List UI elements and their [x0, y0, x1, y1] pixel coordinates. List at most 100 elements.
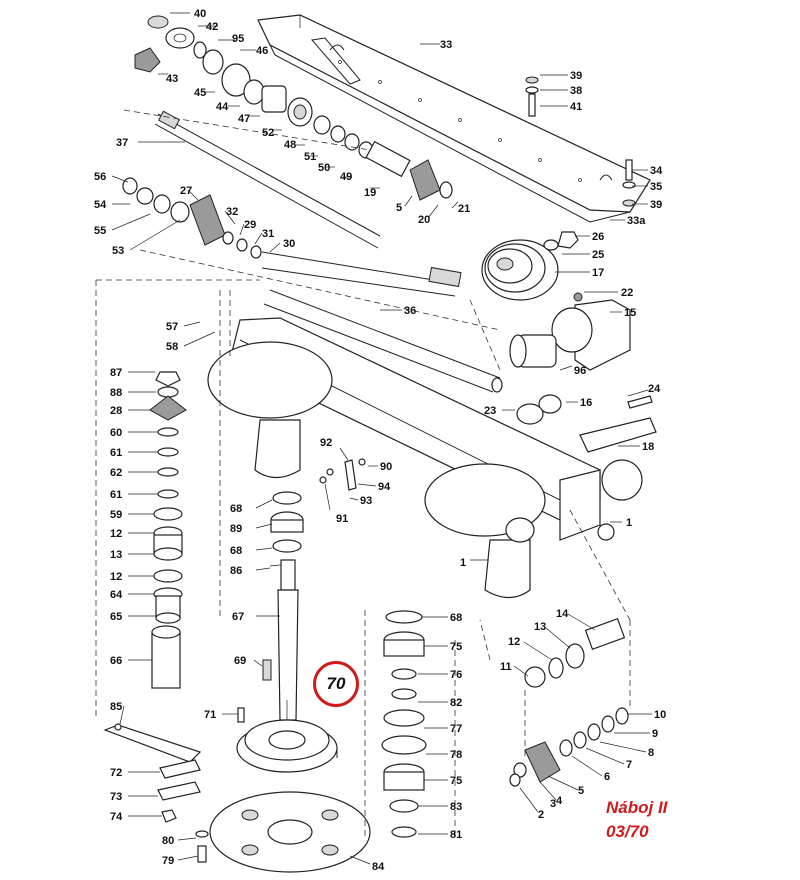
label-52: 52 [262, 127, 274, 139]
label-20: 20 [418, 214, 430, 226]
label-78: 78 [450, 749, 462, 761]
label-87: 87 [110, 367, 122, 379]
label-90: 90 [380, 461, 392, 473]
label-85: 85 [110, 701, 122, 713]
main-housing [207, 317, 643, 599]
label-4: 4 [556, 795, 563, 807]
label-1b: 1 [460, 557, 466, 569]
label-44: 44 [216, 101, 229, 113]
label-7: 7 [626, 759, 632, 771]
label-35: 35 [650, 181, 662, 193]
label-94: 94 [378, 481, 391, 493]
label-66: 66 [110, 655, 122, 667]
label-2: 2 [538, 809, 544, 821]
label-30: 30 [283, 238, 295, 250]
label-38: 38 [570, 85, 582, 97]
label-50: 50 [318, 162, 330, 174]
label-53: 53 [112, 245, 124, 257]
label-41: 41 [570, 101, 582, 113]
label-71: 71 [204, 709, 216, 721]
bolt-stack-41 [525, 76, 539, 117]
label-18: 18 [642, 441, 654, 453]
label-32: 32 [226, 206, 238, 218]
label-16: 16 [580, 397, 592, 409]
highlight-label: 70 [326, 674, 346, 693]
top-gear-group [134, 15, 374, 159]
part-labels: 40 42 95 46 43 45 44 47 52 48 5 1 50 4 9 1… [94, 8, 666, 873]
label-60: 60 [110, 427, 122, 439]
label-95: 95 [232, 33, 244, 45]
label-92: 92 [320, 437, 332, 449]
label-83: 83 [450, 801, 462, 813]
label-27: 27 [180, 185, 192, 197]
label-54: 54 [94, 199, 107, 211]
label-40: 40 [194, 8, 206, 20]
label-15: 15 [624, 307, 636, 319]
caption-line-1: Náboj II [606, 798, 668, 817]
label-61a: 61 [110, 447, 122, 459]
label-6: 6 [604, 771, 610, 783]
label-17: 17 [592, 267, 604, 279]
bracket-94 [319, 458, 366, 491]
label-75a: 75 [450, 641, 462, 653]
label-29: 29 [244, 219, 256, 231]
label-12a: 12 [110, 528, 122, 540]
label-45: 45 [194, 87, 206, 99]
label-81: 81 [450, 829, 462, 841]
label-80: 80 [162, 835, 174, 847]
label-86: 86 [230, 565, 242, 577]
shaft-30 [261, 251, 462, 297]
right-lower-group [509, 618, 629, 787]
bracket-15-group [509, 292, 657, 453]
label-19: 19 [364, 187, 376, 199]
highlight-badge-70: 70 [313, 661, 359, 707]
caption-line-2: 03/70 [606, 822, 649, 841]
label-89: 89 [230, 523, 242, 535]
label-55: 55 [94, 225, 106, 237]
label-43: 43 [166, 73, 178, 85]
label-42: 42 [206, 21, 218, 33]
left-gear-group [122, 177, 262, 259]
mid-spindle-stack [262, 491, 304, 721]
label-12c: 12 [508, 636, 520, 648]
label-59: 59 [110, 509, 122, 521]
label-96: 96 [574, 365, 586, 377]
label-13a: 13 [110, 549, 122, 561]
label-46: 46 [256, 45, 268, 57]
label-11: 11 [500, 661, 512, 673]
label-47: 47 [238, 113, 250, 125]
label-10: 10 [654, 709, 666, 721]
disk-84 [209, 791, 371, 873]
pulley-17 [481, 231, 579, 301]
label-5b: 5 [578, 785, 584, 797]
label-58: 58 [166, 341, 178, 353]
label-22: 22 [621, 287, 633, 299]
shaft-36 [263, 289, 503, 393]
leader-lines [111, 12, 652, 865]
label-14: 14 [556, 608, 569, 620]
label-62: 62 [110, 467, 122, 479]
label-24: 24 [648, 383, 661, 395]
label-75b: 75 [450, 775, 462, 787]
label-79: 79 [162, 855, 174, 867]
label-65: 65 [110, 611, 122, 623]
label-91: 91 [336, 513, 348, 525]
label-76: 76 [450, 669, 462, 681]
label-39a: 39 [570, 70, 582, 82]
label-33a: 33a [627, 215, 646, 227]
shaft-37 [154, 110, 381, 249]
label-39b: 39 [650, 199, 662, 211]
shaft-19-gear-5 [365, 140, 453, 201]
label-33: 33 [440, 39, 452, 51]
label-36: 36 [404, 305, 416, 317]
label-34: 34 [650, 165, 663, 177]
label-73: 73 [110, 791, 122, 803]
label-93: 93 [360, 495, 372, 507]
label-68b: 68 [230, 545, 242, 557]
label-3: 3 [550, 798, 556, 810]
label-48: 48 [284, 139, 296, 151]
label-9: 9 [652, 728, 658, 740]
label-84: 84 [372, 861, 385, 873]
